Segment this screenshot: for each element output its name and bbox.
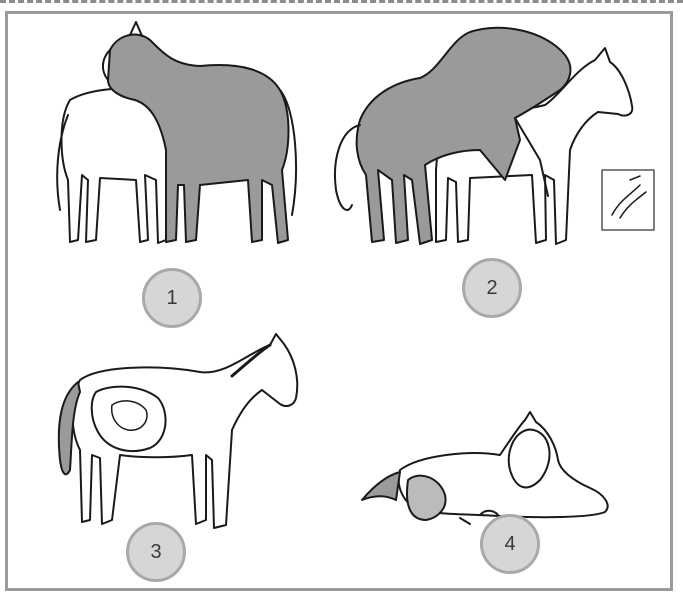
mare-and-newborn-foal-icon — [362, 412, 608, 524]
mating-detail-inset-icon — [602, 170, 654, 230]
pregnant-mare-icon — [59, 334, 297, 528]
stage-2-badge: 2 — [462, 258, 522, 318]
horses-mating-icon — [335, 28, 632, 244]
stage-1-number: 1 — [166, 287, 177, 310]
stage-3-badge: 3 — [126, 522, 186, 582]
stage-1-badge: 1 — [142, 268, 202, 328]
stage-3-number: 3 — [150, 541, 161, 564]
horses-courting-icon — [57, 22, 296, 243]
stage-2-number: 2 — [486, 277, 497, 300]
stage-4-number: 4 — [504, 533, 515, 556]
stage-4-badge: 4 — [480, 514, 540, 574]
